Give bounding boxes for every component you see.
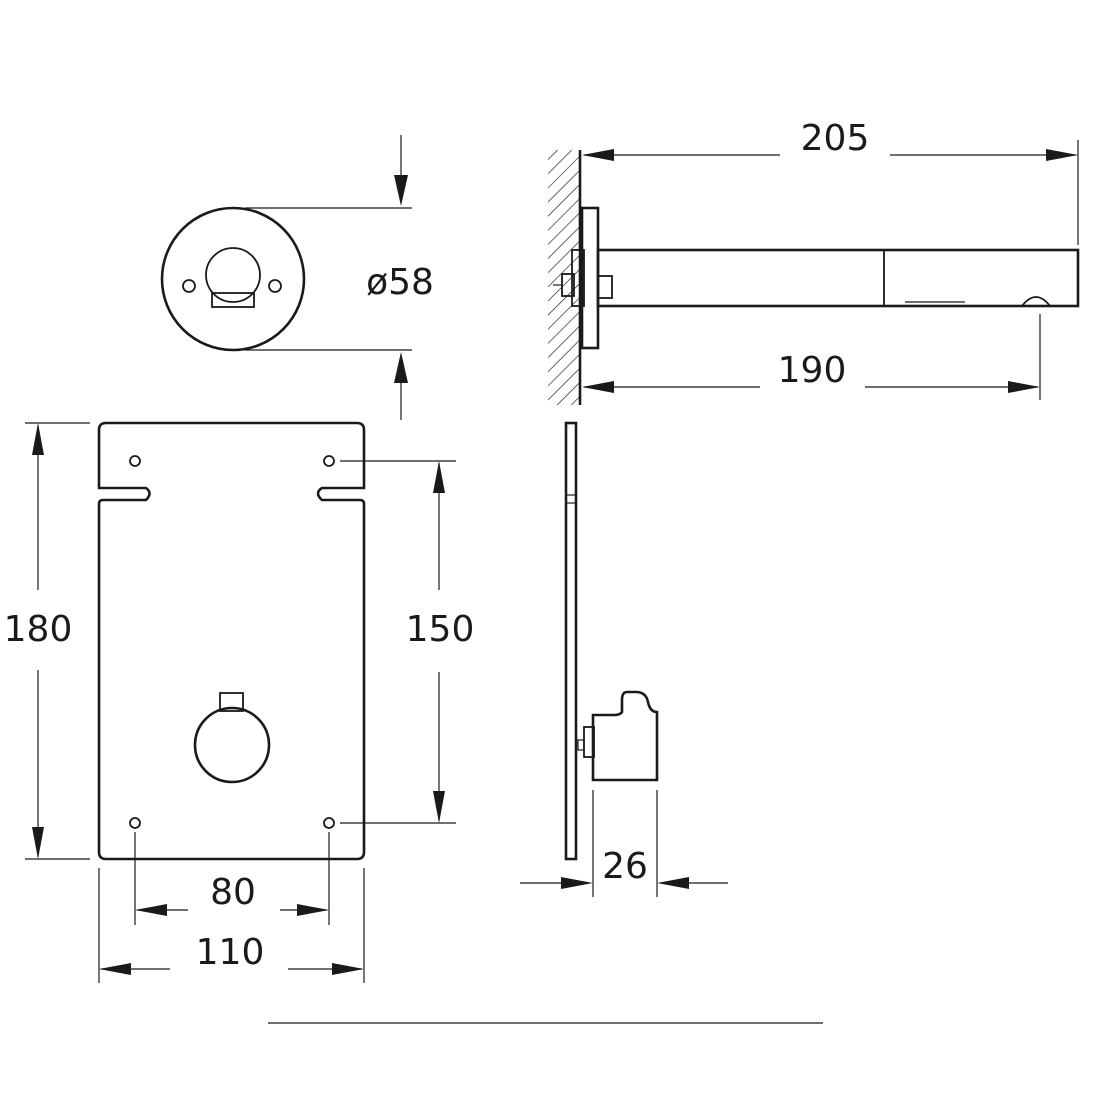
hole-vertical-spacing-label: 150 [406,609,475,650]
hole-horizontal-spacing-label: 80 [210,872,256,913]
plate-width-label: 110 [196,932,265,973]
mounting-plate-side-view [520,421,728,897]
plate-height-label: 180 [4,609,73,650]
spout-side-view [548,140,1080,405]
mounting-plate-front-view [25,421,456,983]
box-depth-label: 26 [602,846,648,887]
spout-length-label: 190 [778,350,847,391]
diameter-label: ø58 [366,262,434,303]
spout-total-length-label: 205 [801,118,870,159]
rosette-front-view [160,135,412,420]
